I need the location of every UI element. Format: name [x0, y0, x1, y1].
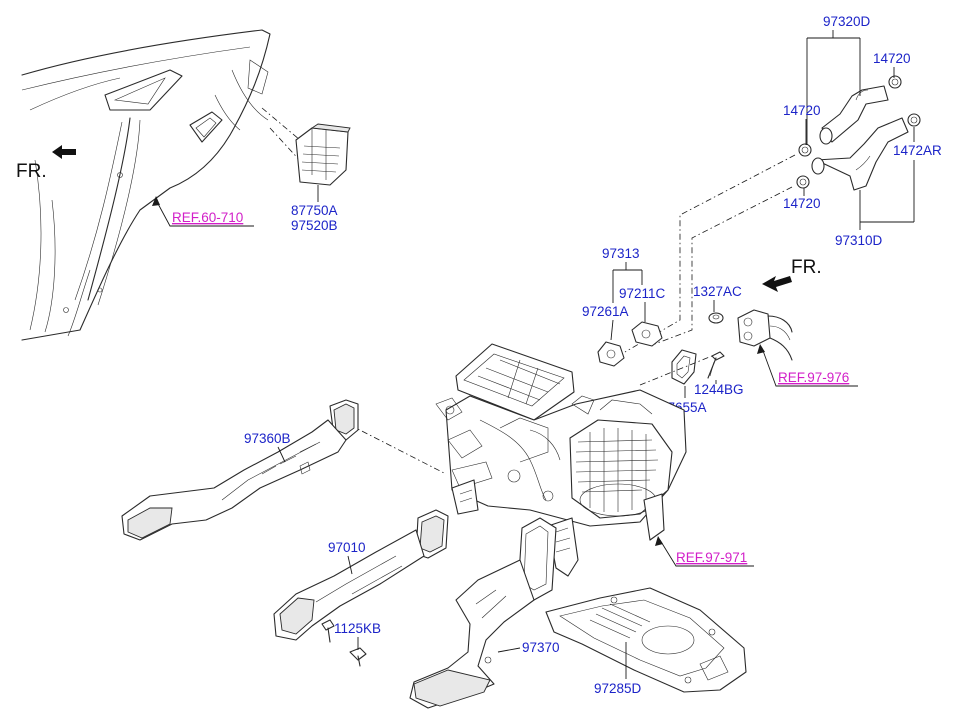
front-direction-marker-right: FR.	[762, 257, 822, 292]
vent-grille-drawing	[295, 123, 351, 186]
part-label-97310D: 97310D	[835, 233, 883, 248]
heater-hose-upper	[819, 85, 889, 145]
fr-label-right: FR.	[791, 257, 822, 278]
part-label-97320D: 97320D	[823, 14, 871, 29]
part-label-14720-top: 14720	[873, 51, 911, 66]
part-label-97211C: 97211C	[619, 286, 666, 301]
part-label-1244BG: 1244BG	[694, 382, 744, 397]
screw-1125KB	[321, 619, 367, 667]
part-label-14720-low: 14720	[783, 196, 821, 211]
rear-duct-97010	[273, 509, 449, 641]
lower-cover-97285D	[545, 587, 747, 693]
part-label-1125KB: 1125KB	[334, 621, 381, 636]
ref-97-976-link[interactable]: REF.97-976	[778, 370, 849, 385]
ref-60-710-callout: REF.60-710	[152, 196, 254, 227]
grommet-1327AC	[708, 312, 724, 324]
part-label-97261A: 97261A	[582, 304, 629, 319]
gasket-97261A	[597, 341, 625, 367]
part-label-97370: 97370	[522, 640, 560, 655]
front-direction-marker-left: FR.	[16, 145, 76, 182]
pipe-connector-block	[737, 309, 793, 361]
part-label-97360B: 97360B	[244, 431, 291, 446]
part-label-1327AC: 1327AC	[693, 284, 742, 299]
gasket-97211C	[631, 321, 663, 347]
part-label-1472AR: 1472AR	[893, 143, 942, 158]
rear-quarter-panel-drawing	[21, 29, 305, 341]
hose-clamps	[796, 75, 921, 189]
part-label-14720-mid: 14720	[783, 103, 821, 118]
seal-97655A	[671, 349, 697, 385]
bolt-1244BG	[707, 351, 725, 379]
fr-label-left: FR.	[16, 161, 47, 182]
part-label-87750A: 87750A	[291, 203, 338, 218]
part-label-97520B: 97520B	[291, 218, 338, 233]
floor-duct-97360B	[121, 399, 359, 541]
ref-97-971-link[interactable]: REF.97-971	[676, 550, 747, 565]
ref-60-710-link[interactable]: REF.60-710	[172, 210, 243, 225]
part-label-97285D: 97285D	[594, 681, 642, 696]
center-duct-97370	[409, 517, 557, 709]
hvac-unit-drawing	[435, 343, 687, 577]
part-label-97313: 97313	[602, 246, 640, 261]
heater-hose-lower	[811, 117, 909, 191]
part-label-97010: 97010	[328, 540, 366, 555]
